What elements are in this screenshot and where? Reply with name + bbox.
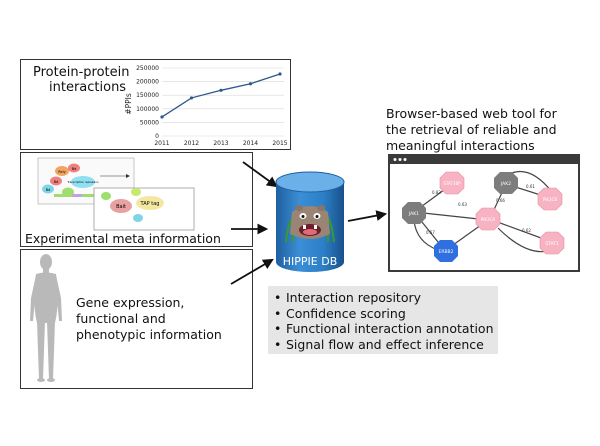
y-tick-label: 0 xyxy=(155,133,159,140)
data-point xyxy=(278,72,282,76)
ppi-line-chart: #PPIs 0 50000 100000 150000 200000 250000 201… xyxy=(124,65,288,147)
bait-node xyxy=(110,199,132,213)
network-nodes: STAT3BP JAK2 PIK3CB JAK1 PIK3CA ERBB2 ST… xyxy=(402,171,565,262)
db-label: HIPPIE DB xyxy=(283,255,338,268)
node-pik3ca-label: PIK3CA xyxy=(481,217,496,222)
meta-label: Experimental meta information xyxy=(25,231,221,246)
window-dot-icon xyxy=(403,158,407,161)
window-dot-icon xyxy=(398,158,402,161)
network-edge-labels: 0.63 0.83 0.61 0.66 0.62 0.57 xyxy=(426,184,535,235)
gene-line2: functional and xyxy=(76,311,166,326)
hippie-db-cylinder: HIPPIE DB xyxy=(275,171,345,272)
y-tick-label: 250000 xyxy=(136,65,159,72)
arrow-db-to-web xyxy=(347,210,388,222)
data-point xyxy=(248,82,253,86)
webtool-line2: the retrieval of reliable and xyxy=(386,122,557,137)
node-pik3cb-label: PIK3CB xyxy=(543,197,558,202)
feature-item: Confidence scoring xyxy=(274,306,498,322)
edge-label: 0.61 xyxy=(526,184,535,189)
gene-line3: phenotypic information xyxy=(76,327,222,342)
pathway-bar-accent xyxy=(72,194,82,197)
prey-node-3 xyxy=(133,214,143,222)
pathway-arrowhead xyxy=(126,174,130,178)
node-transcription xyxy=(71,176,95,188)
gene-line1: Gene expression, xyxy=(76,295,185,310)
x-tick-label: 2014 xyxy=(243,140,258,147)
browser-window: 0.63 0.83 0.61 0.66 0.62 0.57 STAT3BP JA… xyxy=(388,154,580,272)
node-pik3cb xyxy=(537,187,563,211)
node-erbb2 xyxy=(434,240,458,262)
ppi-panel: Protein-protein interactions xyxy=(20,59,291,150)
x-tick-label: 2011 xyxy=(154,140,169,147)
prey-node-2 xyxy=(101,192,111,200)
node-pik3ca xyxy=(475,207,501,231)
x-tick-label: 2013 xyxy=(213,140,228,147)
webtool-line3: meaningful interactions xyxy=(386,138,535,153)
feature-list: Interaction repository Confidence scorin… xyxy=(268,286,498,354)
node-jak1 xyxy=(402,202,426,224)
edge-label: 0.83 xyxy=(432,190,441,195)
data-point xyxy=(189,96,194,100)
node-bd-1 xyxy=(68,163,80,173)
tap-label: TAP tag xyxy=(140,201,160,207)
node-stat1-label: STAT1 xyxy=(545,241,559,247)
arrow-ppi-to-db xyxy=(242,161,278,188)
feature-item: Functional interaction annotation xyxy=(274,321,498,337)
node-rely xyxy=(55,166,69,176)
node-jak1-label: JAK1 xyxy=(408,211,419,217)
ppi-title-line1: Protein-protein xyxy=(33,65,130,80)
node-transcription-label: Transcription repression xyxy=(67,180,98,184)
node-stat3bp xyxy=(439,171,465,195)
node-bd-2 xyxy=(50,176,62,186)
webtool-line1: Browser-based web tool for xyxy=(386,106,557,121)
feature-item: Interaction repository xyxy=(274,290,498,306)
y-tick-label: 200000 xyxy=(136,79,159,86)
node-jak2 xyxy=(494,172,518,194)
feature-item: Signal flow and effect inference xyxy=(274,337,498,353)
node-bd-2-label: Bd xyxy=(54,180,59,184)
y-tick-label: 150000 xyxy=(136,92,159,99)
experiment-illustration: Rely Bd Bd Bd Transcription repression B… xyxy=(37,157,195,231)
human-silhouette-icon xyxy=(30,254,62,382)
node-bd-3-label: Bd xyxy=(46,188,51,192)
node-bd-1-label: Bd xyxy=(72,167,77,171)
edge-label: 0.66 xyxy=(496,198,505,203)
edge-label: 0.62 xyxy=(522,228,531,233)
edge-label: 0.63 xyxy=(458,202,467,207)
chart-ylabel: #PPIs xyxy=(124,93,133,115)
x-tick-label: 2015 xyxy=(272,140,287,147)
node-stat1 xyxy=(539,231,565,255)
arrow-gene-to-db xyxy=(230,258,274,285)
y-tick-label: 50000 xyxy=(140,119,159,126)
node-stat3bp-label: STAT3BP xyxy=(443,181,461,186)
node-erbb2-label: ERBB2 xyxy=(438,249,453,255)
hippo-icon xyxy=(285,205,335,243)
node-bd-3 xyxy=(42,184,54,194)
node-jak2-label: JAK2 xyxy=(500,181,511,187)
browser-titlebar xyxy=(389,155,579,164)
bait-label: Bait xyxy=(116,204,126,210)
ppi-title-line2: interactions xyxy=(49,80,127,95)
window-dot-icon xyxy=(393,158,397,161)
data-point xyxy=(219,88,223,92)
data-point xyxy=(160,115,164,119)
edge-label: 0.57 xyxy=(426,230,435,235)
node-rely-label: Rely xyxy=(58,170,65,174)
tap-node xyxy=(136,196,164,210)
x-tick-label: 2012 xyxy=(184,140,199,147)
y-tick-label: 100000 xyxy=(136,106,159,113)
prey-node-1 xyxy=(131,188,141,196)
